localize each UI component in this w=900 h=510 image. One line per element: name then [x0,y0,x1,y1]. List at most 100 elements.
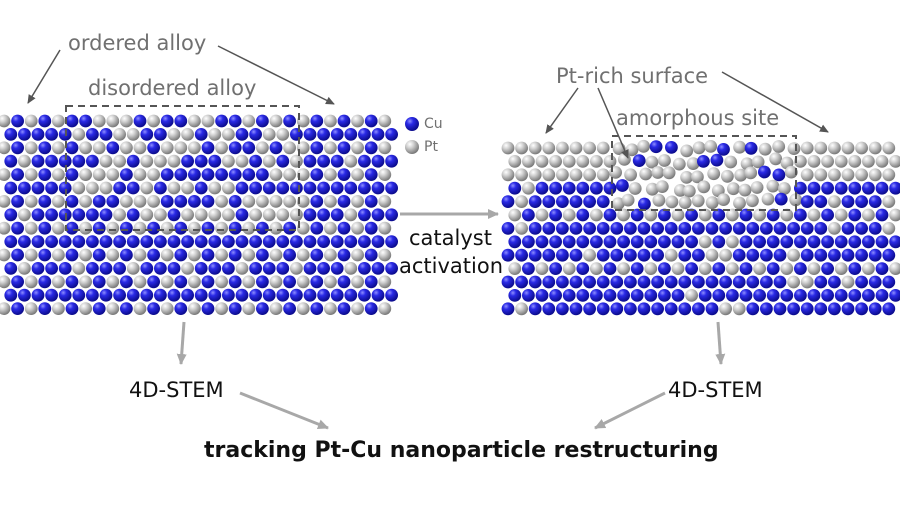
cu-atom [371,154,385,168]
cu-atom [569,275,583,289]
cu-atom [235,288,249,302]
cu-atom [576,262,590,275]
pt-atom [834,155,848,168]
cu-atom [371,181,385,195]
cu-atom [556,275,569,289]
cu-atom [773,275,787,289]
cu-atom [58,154,72,168]
pt-atom [522,181,535,195]
cu-atom [310,195,324,208]
cu-atom [256,168,269,182]
cu-atom [862,235,875,249]
cu-atom [576,289,590,302]
cu-atom [780,235,794,249]
cu-atom [371,127,385,141]
cu-atom [330,288,344,302]
cu-atom [549,208,562,222]
cu-atom [235,127,249,141]
cu-atom [133,114,147,128]
cu-atom [522,235,535,249]
cu-atom [31,181,45,195]
pt-atom [724,155,738,169]
pt-atom [79,195,92,208]
cu-atom [658,262,671,275]
pt-atom [296,248,310,262]
pt-atom [106,275,120,289]
cu-atom [201,141,215,155]
pt-atom [276,127,290,141]
cu-atom [364,141,378,155]
pt-atom [787,248,800,262]
cu-atom [644,289,658,302]
cu-atom [45,181,58,195]
pt-atom [882,168,896,182]
cu-atom [848,262,862,275]
cu-atom [542,222,556,235]
cu-atom [38,248,52,262]
cu-atom [712,235,726,249]
pt-atom [208,127,222,141]
cu-atom [330,181,344,195]
pt-atom [769,152,783,166]
cu-atom [160,195,174,208]
cu-atom [732,222,746,235]
cu-atom [732,248,746,262]
pt-atom [133,141,147,155]
cu-atom [596,302,610,316]
cu-atom [290,235,303,249]
cu-atom [120,302,133,315]
cu-atom [875,289,889,302]
pt-atom [222,154,235,168]
cu-atom [235,235,249,249]
cu-atom [569,195,583,209]
cu-atom [65,221,79,235]
cu-atom [11,302,24,315]
pt-atom [24,195,38,208]
pt-atom [772,140,786,153]
cu-atom [344,127,358,141]
amorphous-region-box [611,135,797,211]
pt-atom [692,141,706,155]
pt-atom [800,275,814,289]
pt-atom [79,141,92,155]
cu-atom [710,153,724,167]
cu-atom [283,302,296,315]
pt-atom [875,155,889,168]
cu-atom [290,288,303,302]
cu-atom [630,208,644,222]
cu-atom [228,114,242,128]
cu-atom [174,248,188,262]
cu-atom [228,248,242,262]
cu-atom [760,302,773,316]
pt-atom [828,168,841,182]
pt-atom [147,195,161,208]
pt-atom [691,194,705,208]
cu-atom [760,248,773,262]
cu-atom [875,181,889,195]
pt-atom [727,182,740,196]
cu-atom [882,302,896,316]
cu-atom [522,289,535,302]
cu-atom [337,114,351,128]
cu-atom [596,248,610,262]
cu-atom [610,275,624,289]
pt-atom [269,302,283,315]
cu-atom [800,222,814,235]
pt-atom [651,166,665,179]
pt-atom [378,114,392,128]
cu-atom [732,275,746,289]
pt-atom [637,139,650,153]
pt-atom [262,127,276,141]
pt-atom [848,155,862,168]
cu-atom [11,275,24,289]
pt-atom [92,141,106,155]
cu-atom [208,235,222,249]
pt-atom [542,168,556,182]
pt-atom [528,168,542,182]
cu-atom [11,195,24,208]
cu-atom [385,262,398,275]
cu-atom [126,208,140,222]
cu-atom [31,235,45,249]
cu-atom [65,248,79,262]
cu-atom [235,208,249,222]
